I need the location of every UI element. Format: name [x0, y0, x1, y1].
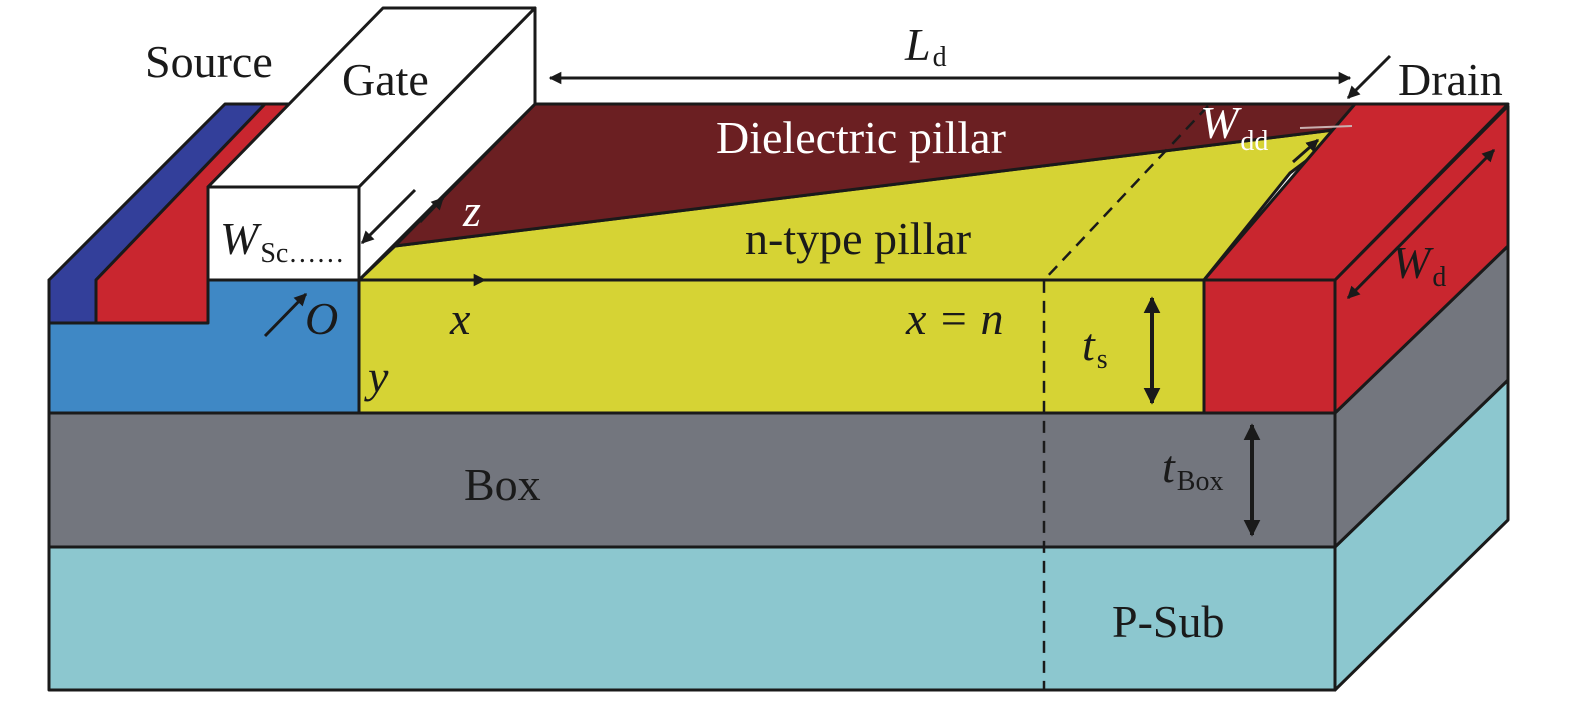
n-type-front-face [357, 278, 1206, 415]
wdd-reference-line [1299, 125, 1353, 129]
wd-label: Wd [1392, 237, 1446, 293]
wdd-label: Wdd [1200, 97, 1268, 157]
gate-front-face [206, 185, 361, 282]
tbox-label: tBox [1162, 441, 1223, 497]
drain-label: Drain [1398, 54, 1503, 105]
z-axis-label: z [462, 185, 481, 236]
n-type-pillar-label: n-type pillar [745, 213, 971, 264]
box-label: Box [464, 459, 541, 510]
z-axis-arrow [418, 196, 445, 224]
ts-label: ts [1082, 319, 1108, 375]
wd-dimension-arrow [1346, 148, 1496, 300]
box-front-face [47, 411, 1337, 549]
x-equals-n-label: x = n [905, 293, 1003, 344]
ld-label: Ld [904, 19, 947, 73]
origin-pointer-arrow [263, 292, 308, 338]
drain-front-face [1202, 278, 1337, 415]
x-axis-label: x [449, 293, 471, 344]
p-sub-label: P-Sub [1112, 596, 1224, 647]
source-label: Source [145, 36, 273, 87]
origin-label: O [305, 293, 338, 344]
gate-label: Gate [342, 54, 429, 105]
wdd-dimension-arrow [1292, 138, 1319, 164]
drain-pointer-arrow [1346, 54, 1392, 100]
wsc-label: WSc…… [220, 213, 344, 269]
substrate-front-face [47, 545, 1337, 692]
y-axis-label: y [364, 351, 389, 402]
wsc-dimension-arrow [360, 188, 417, 245]
dielectric-pillar-label: Dielectric pillar [716, 112, 1006, 163]
